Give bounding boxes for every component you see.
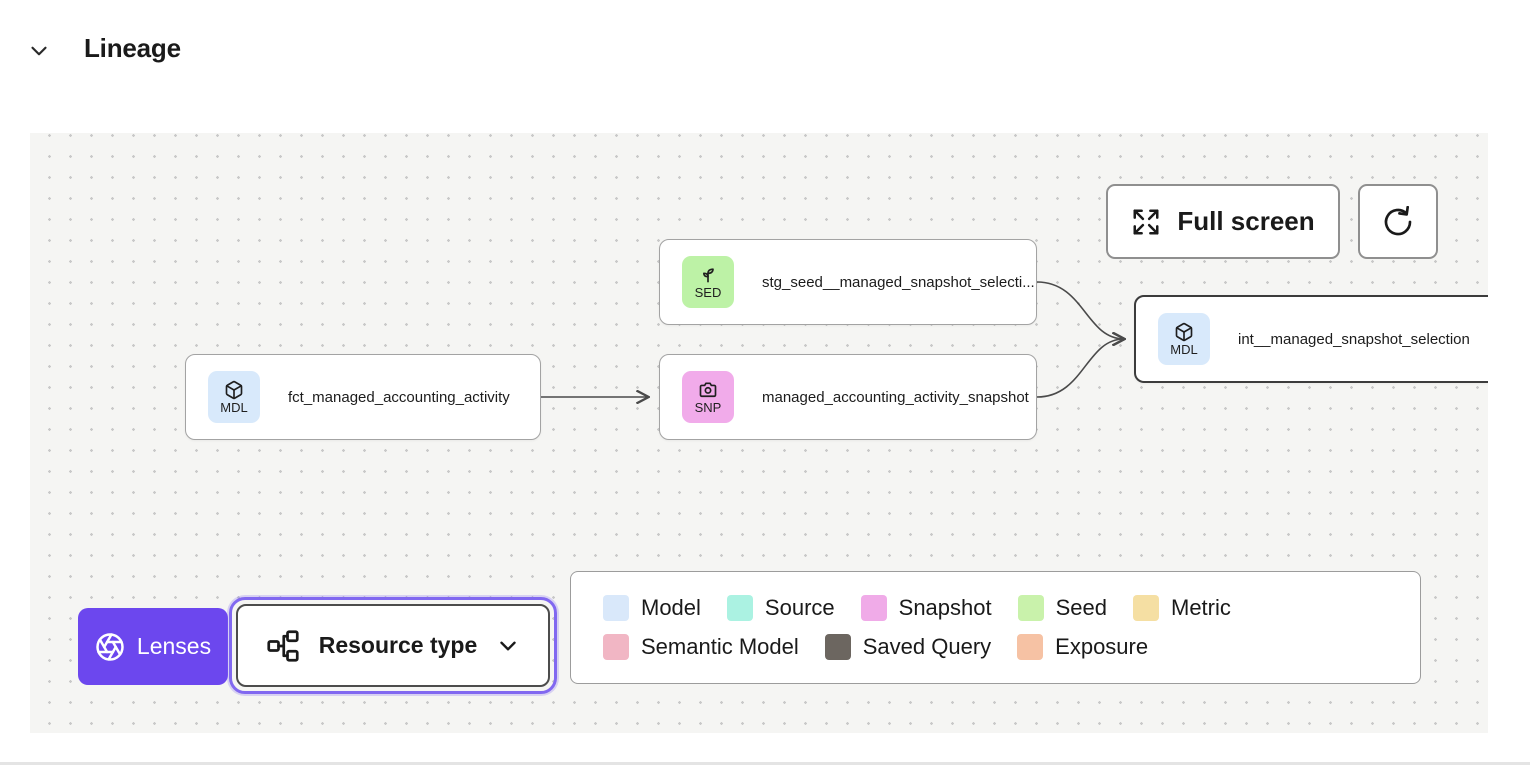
node-label: fct_managed_accounting_activity xyxy=(288,388,510,406)
lineage-node-snapshot[interactable]: SNP managed_accounting_activity_snapshot xyxy=(659,354,1037,440)
seed-swatch xyxy=(1017,595,1044,621)
lineage-node-int-model-selected[interactable]: MDL int__managed_snapshot_selection xyxy=(1134,295,1488,383)
legend-item-snapshot: Snapshot xyxy=(860,595,992,621)
snapshot-badge-code: SNP xyxy=(694,400,722,415)
camera-icon xyxy=(699,382,717,398)
full-screen-label: Full screen xyxy=(1177,206,1315,236)
legend-item-source: Source xyxy=(726,595,835,621)
model-badge-code: MDL xyxy=(220,400,248,415)
legend-item-saved-query: Saved Query xyxy=(824,634,991,660)
node-label: int__managed_snapshot_selection xyxy=(1238,330,1470,348)
lenses-label: Lenses xyxy=(136,633,212,659)
saved-query-swatch xyxy=(824,634,851,660)
exposure-swatch xyxy=(1017,634,1044,660)
chevron-down-icon xyxy=(500,641,516,650)
refresh-icon xyxy=(1384,205,1412,235)
expand-icon xyxy=(1133,209,1159,234)
metric-swatch xyxy=(1133,595,1159,621)
legend-row: Model Source Snapshot Seed Metric xyxy=(603,595,1388,621)
model-swatch xyxy=(603,595,629,621)
resource-type-dropdown[interactable]: Resource type xyxy=(236,604,550,687)
legend-item-exposure: Exposure xyxy=(1017,634,1148,660)
resource-type-legend: Model Source Snapshot Seed Metric xyxy=(570,571,1421,684)
legend-item-semantic-model: Semantic Model xyxy=(603,634,799,660)
edge-seed-to-int xyxy=(1036,281,1124,339)
page-title: Lineage xyxy=(84,33,181,63)
legend-row: Semantic Model Saved Query Exposure xyxy=(603,634,1388,660)
lineage-canvas[interactable]: Full screen SED stg_seed__managed_snapsh… xyxy=(30,133,1488,733)
chevron-down-icon xyxy=(31,46,47,56)
semantic-model-swatch xyxy=(603,634,629,660)
legend-item-seed: Seed xyxy=(1017,595,1107,621)
resource-hierarchy-icon xyxy=(267,629,299,662)
model-badge: MDL xyxy=(1158,313,1210,365)
snapshot-badge: SNP xyxy=(682,371,734,423)
refresh-button[interactable] xyxy=(1358,184,1438,259)
seed-badge-code: SED xyxy=(694,285,722,300)
seed-icon xyxy=(703,268,714,283)
lenses-button[interactable]: Lenses xyxy=(78,608,228,685)
cube-icon xyxy=(1175,322,1193,342)
node-label: managed_accounting_activity_snapshot xyxy=(762,388,1029,406)
collapse-section-button[interactable] xyxy=(26,38,52,64)
seed-badge: SED xyxy=(682,256,734,308)
aperture-icon xyxy=(96,632,124,661)
model-badge: MDL xyxy=(208,371,260,423)
edge-snapshot-to-int xyxy=(1036,339,1124,398)
model-badge-code: MDL xyxy=(1170,342,1198,357)
node-label: stg_seed__managed_snapshot_selecti... xyxy=(762,273,1035,291)
resource-type-focus-ring: Resource type xyxy=(229,597,557,694)
bottom-divider xyxy=(0,762,1530,765)
lineage-header: Lineage xyxy=(0,0,1530,100)
resource-type-label: Resource type xyxy=(318,632,478,658)
cube-icon xyxy=(225,380,243,400)
legend-item-metric: Metric xyxy=(1133,595,1231,621)
lineage-node-fct-model[interactable]: MDL fct_managed_accounting_activity xyxy=(185,354,541,440)
source-swatch xyxy=(726,595,753,621)
lineage-node-seed[interactable]: SED stg_seed__managed_snapshot_selecti..… xyxy=(659,239,1037,325)
legend-item-model: Model xyxy=(603,595,701,621)
snapshot-swatch xyxy=(860,595,887,621)
full-screen-button[interactable]: Full screen xyxy=(1106,184,1340,259)
